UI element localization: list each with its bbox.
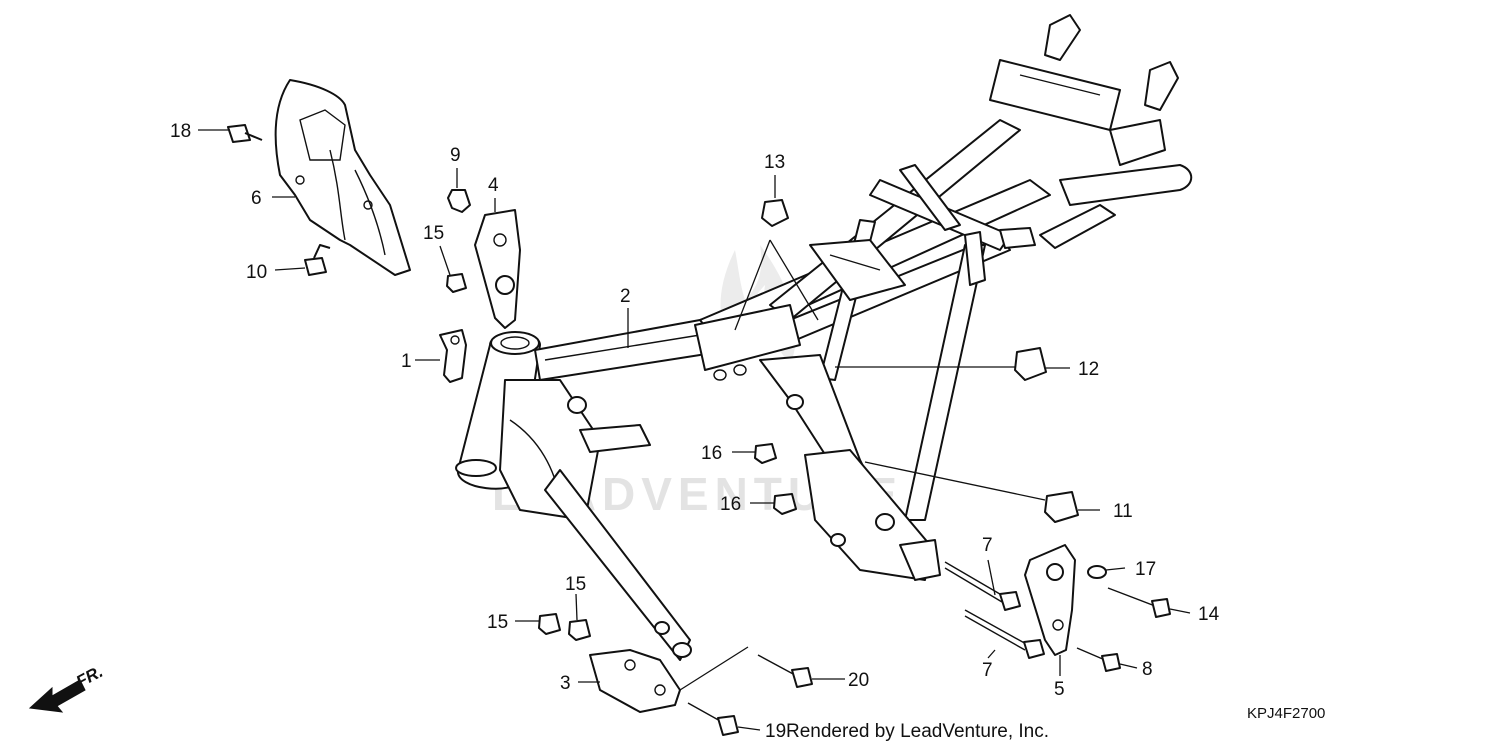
bolt-part-8[interactable] [1076, 647, 1121, 672]
callout-2[interactable]: 2 [620, 286, 631, 307]
footer-attribution: Rendered by LeadVenture, Inc. [786, 721, 1049, 742]
callout-7-lower[interactable]: 7 [982, 660, 993, 681]
bolt-part-18[interactable] [227, 124, 263, 143]
callout-15-right[interactable]: 15 [565, 574, 586, 595]
callout-8[interactable]: 8 [1142, 659, 1153, 680]
bolt-part-20[interactable] [757, 654, 813, 688]
callout-16-upper[interactable]: 16 [701, 443, 722, 464]
callout-7-upper[interactable]: 7 [982, 535, 993, 556]
nut-part-9[interactable] [447, 189, 471, 213]
clip-part-12[interactable] [1014, 347, 1047, 381]
bracket-part-5[interactable] [1024, 544, 1076, 656]
bolt-part-7-upper[interactable] [944, 561, 1021, 611]
callout-14[interactable]: 14 [1198, 604, 1220, 625]
callout-4[interactable]: 4 [488, 175, 499, 196]
bracket-part-4[interactable] [474, 209, 521, 329]
front-direction-indicator: FR. [28, 662, 106, 713]
bolt-part-19[interactable] [687, 702, 739, 736]
callout-11[interactable]: 11 [1113, 501, 1133, 522]
bolt-part-7-lower[interactable] [964, 609, 1045, 659]
plate-part-6[interactable] [274, 79, 411, 276]
callout-5[interactable]: 5 [1054, 679, 1065, 700]
callout-18[interactable]: 18 [170, 121, 191, 142]
callout-20[interactable]: 20 [848, 670, 869, 691]
callout-10[interactable]: 10 [246, 262, 267, 283]
clip-part-11[interactable] [1044, 491, 1079, 523]
callout-1[interactable]: 1 [401, 351, 412, 372]
washer-part-17[interactable] [1087, 565, 1107, 579]
bolt-part-10[interactable] [304, 244, 331, 276]
callout-9[interactable]: 9 [450, 145, 461, 166]
callout-19[interactable]: 19 [765, 721, 786, 742]
nut-part-15-right[interactable] [568, 619, 591, 641]
callout-16-lower[interactable]: 16 [720, 494, 741, 515]
callout-13[interactable]: 13 [764, 152, 785, 173]
callout-3[interactable]: 3 [560, 673, 571, 694]
diagram-code: KPJ4F2700 [1247, 705, 1325, 722]
arrow-icon [28, 679, 86, 713]
bolt-part-14[interactable] [1107, 587, 1171, 618]
nut-part-15-upper[interactable] [446, 273, 467, 293]
callout-15-left[interactable]: 15 [487, 612, 508, 633]
nut-part-16-upper[interactable] [754, 443, 777, 464]
callout-15-upper[interactable]: 15 [423, 223, 444, 244]
callout-12[interactable]: 12 [1078, 359, 1099, 380]
nut-part-16-lower[interactable] [773, 493, 797, 515]
bracket-part-3[interactable] [589, 649, 681, 713]
clip-part-13[interactable] [761, 199, 789, 227]
clamp-part-1[interactable] [439, 329, 467, 383]
callouts: 18 6 10 9 4 15 1 2 13 12 11 16 16 7 7 5 … [170, 121, 1220, 742]
nut-part-15-left[interactable] [538, 613, 561, 635]
callout-17[interactable]: 17 [1135, 559, 1156, 580]
main-frame-part-2[interactable] [455, 14, 1193, 661]
leader-lines [198, 129, 1191, 731]
callout-6[interactable]: 6 [251, 188, 262, 209]
